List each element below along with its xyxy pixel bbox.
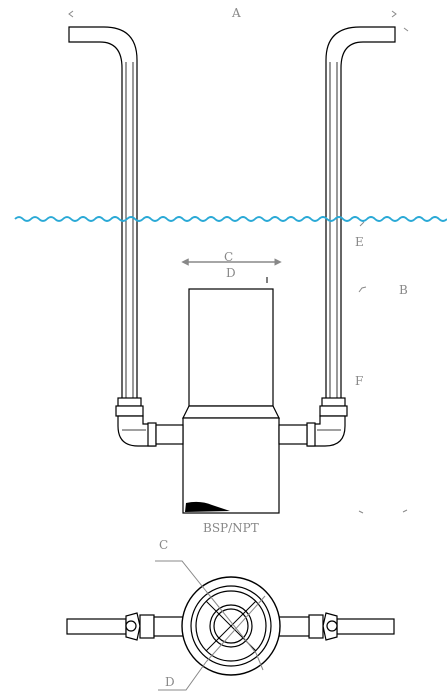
thread-note: BSP/NPT: [203, 521, 259, 535]
plan-leaders: [155, 560, 266, 691]
left-pipe: [68, 26, 138, 401]
label-c: C: [224, 250, 234, 264]
label-b: B: [399, 283, 408, 297]
right-elbow-fitting: [278, 397, 348, 447]
label-c-plan: C: [159, 538, 169, 552]
dimension-a: [68, 10, 409, 32]
label-e: E: [355, 235, 364, 249]
right-pipe: [325, 26, 396, 401]
label-f: F: [355, 374, 364, 388]
dimension-marks-right: [358, 221, 408, 514]
plan-view: [66, 576, 395, 676]
skimmer-body: [182, 288, 280, 514]
label-d-plan: D: [165, 675, 175, 689]
left-elbow-fitting: [115, 397, 184, 447]
label-a: A: [232, 6, 241, 20]
label-d: D: [226, 266, 236, 280]
water-line: [14, 216, 447, 222]
